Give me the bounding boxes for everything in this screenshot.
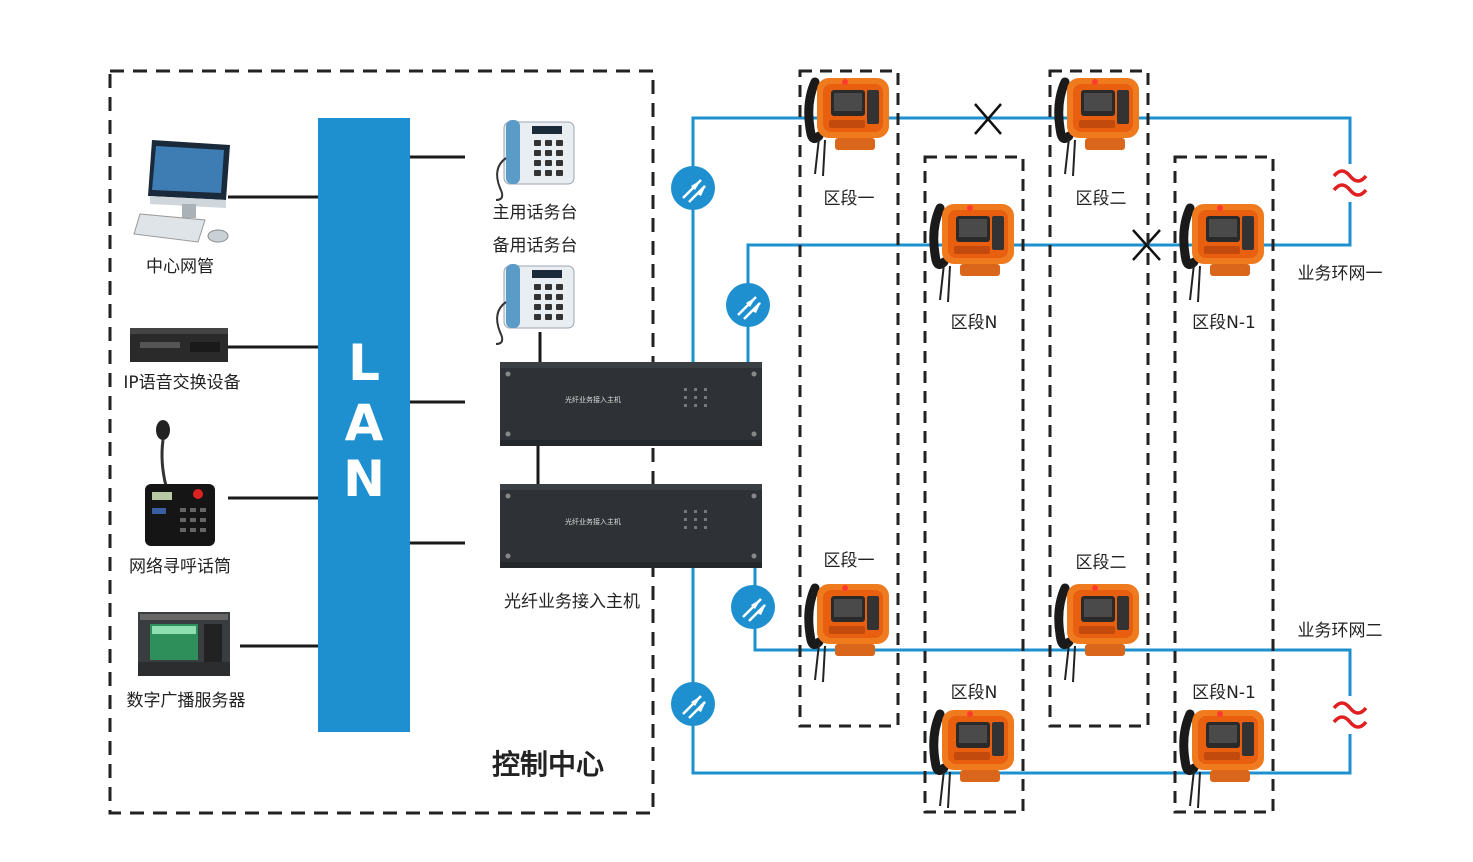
industrial-phone-icon-ring2-segn1 bbox=[1184, 710, 1264, 808]
industrial-phone-icon-ring2-seg1 bbox=[809, 584, 889, 682]
lan-bar bbox=[318, 118, 410, 732]
segment-boxes bbox=[798, 69, 1275, 814]
voice-switch-icon bbox=[130, 328, 228, 362]
lan-letter-a: A bbox=[345, 394, 384, 452]
paging-microphone-icon bbox=[145, 420, 215, 546]
break-mark-icon-2 bbox=[1132, 229, 1161, 261]
surge-protector-icon-3 bbox=[729, 583, 777, 631]
surge-protector-icon-1 bbox=[669, 164, 717, 212]
host-panel-text-1: 光纤业务接入主机 bbox=[565, 395, 621, 404]
control-center-title: 控制中心 bbox=[492, 748, 604, 781]
industrial-phone-icon-ring2-seg2 bbox=[1059, 584, 1139, 682]
segment-label-ring2-seg1: 区段一 bbox=[824, 551, 875, 571]
console-label-backup: 备用话务台 bbox=[493, 236, 578, 256]
device-label-network-manager: 中心网管 bbox=[146, 257, 214, 277]
computer-icon bbox=[133, 140, 230, 243]
surge-protector-icon-4 bbox=[669, 680, 717, 728]
device-label-ip-voice-switch: IP语音交换设备 bbox=[123, 373, 240, 393]
backup-console-icon bbox=[495, 263, 575, 345]
rack-host-icon-2 bbox=[500, 484, 762, 568]
break-mark-icon-1 bbox=[974, 103, 1002, 135]
host-label: 光纤业务接入主机 bbox=[504, 592, 640, 612]
lan-letter-l: L bbox=[348, 334, 380, 392]
lan-letter-n: N bbox=[343, 450, 385, 508]
device-label-broadcast-server: 数字广播服务器 bbox=[127, 691, 246, 711]
industrial-phone-icon-ring1-seg2 bbox=[1059, 78, 1139, 176]
segment-label-ring1-seg1: 区段一 bbox=[824, 189, 875, 209]
ring-label-two: 业务环网二 bbox=[1298, 621, 1383, 641]
ring-label-one: 业务环网一 bbox=[1298, 264, 1383, 284]
segment-label-ring2-seg2: 区段二 bbox=[1076, 553, 1127, 573]
industrial-phone-icon-ring2-segn bbox=[934, 710, 1014, 808]
console-label-primary: 主用话务台 bbox=[493, 203, 578, 223]
segment-label-ring1-seg2: 区段二 bbox=[1076, 189, 1127, 209]
primary-console-icon bbox=[495, 119, 575, 201]
surge-protector-icon-2 bbox=[724, 281, 772, 329]
industrial-phone-icon-ring1-seg1 bbox=[809, 78, 889, 176]
lan-left-links bbox=[228, 195, 318, 648]
industrial-phone-icon-ring1-segn1 bbox=[1184, 204, 1264, 302]
wavy-link-icon-1 bbox=[1332, 164, 1368, 202]
broadcast-server-icon bbox=[138, 612, 230, 676]
segment-label-ring2-segn: 区段N bbox=[951, 683, 998, 703]
control-center-box bbox=[108, 69, 655, 815]
segment-label-ring2-segn1: 区段N-1 bbox=[1192, 683, 1256, 703]
wavy-link-icon-2 bbox=[1332, 696, 1368, 734]
segment-label-ring1-segn: 区段N bbox=[951, 313, 998, 333]
lan-right-links bbox=[410, 155, 465, 545]
segment-label-ring1-segn1: 区段N-1 bbox=[1192, 313, 1256, 333]
industrial-phone-icon-ring1-segn bbox=[934, 204, 1014, 302]
rack-host-icon-1 bbox=[500, 362, 762, 446]
device-label-paging-microphone: 网络寻呼话筒 bbox=[129, 557, 231, 577]
host-panel-text-2: 光纤业务接入主机 bbox=[565, 517, 621, 526]
